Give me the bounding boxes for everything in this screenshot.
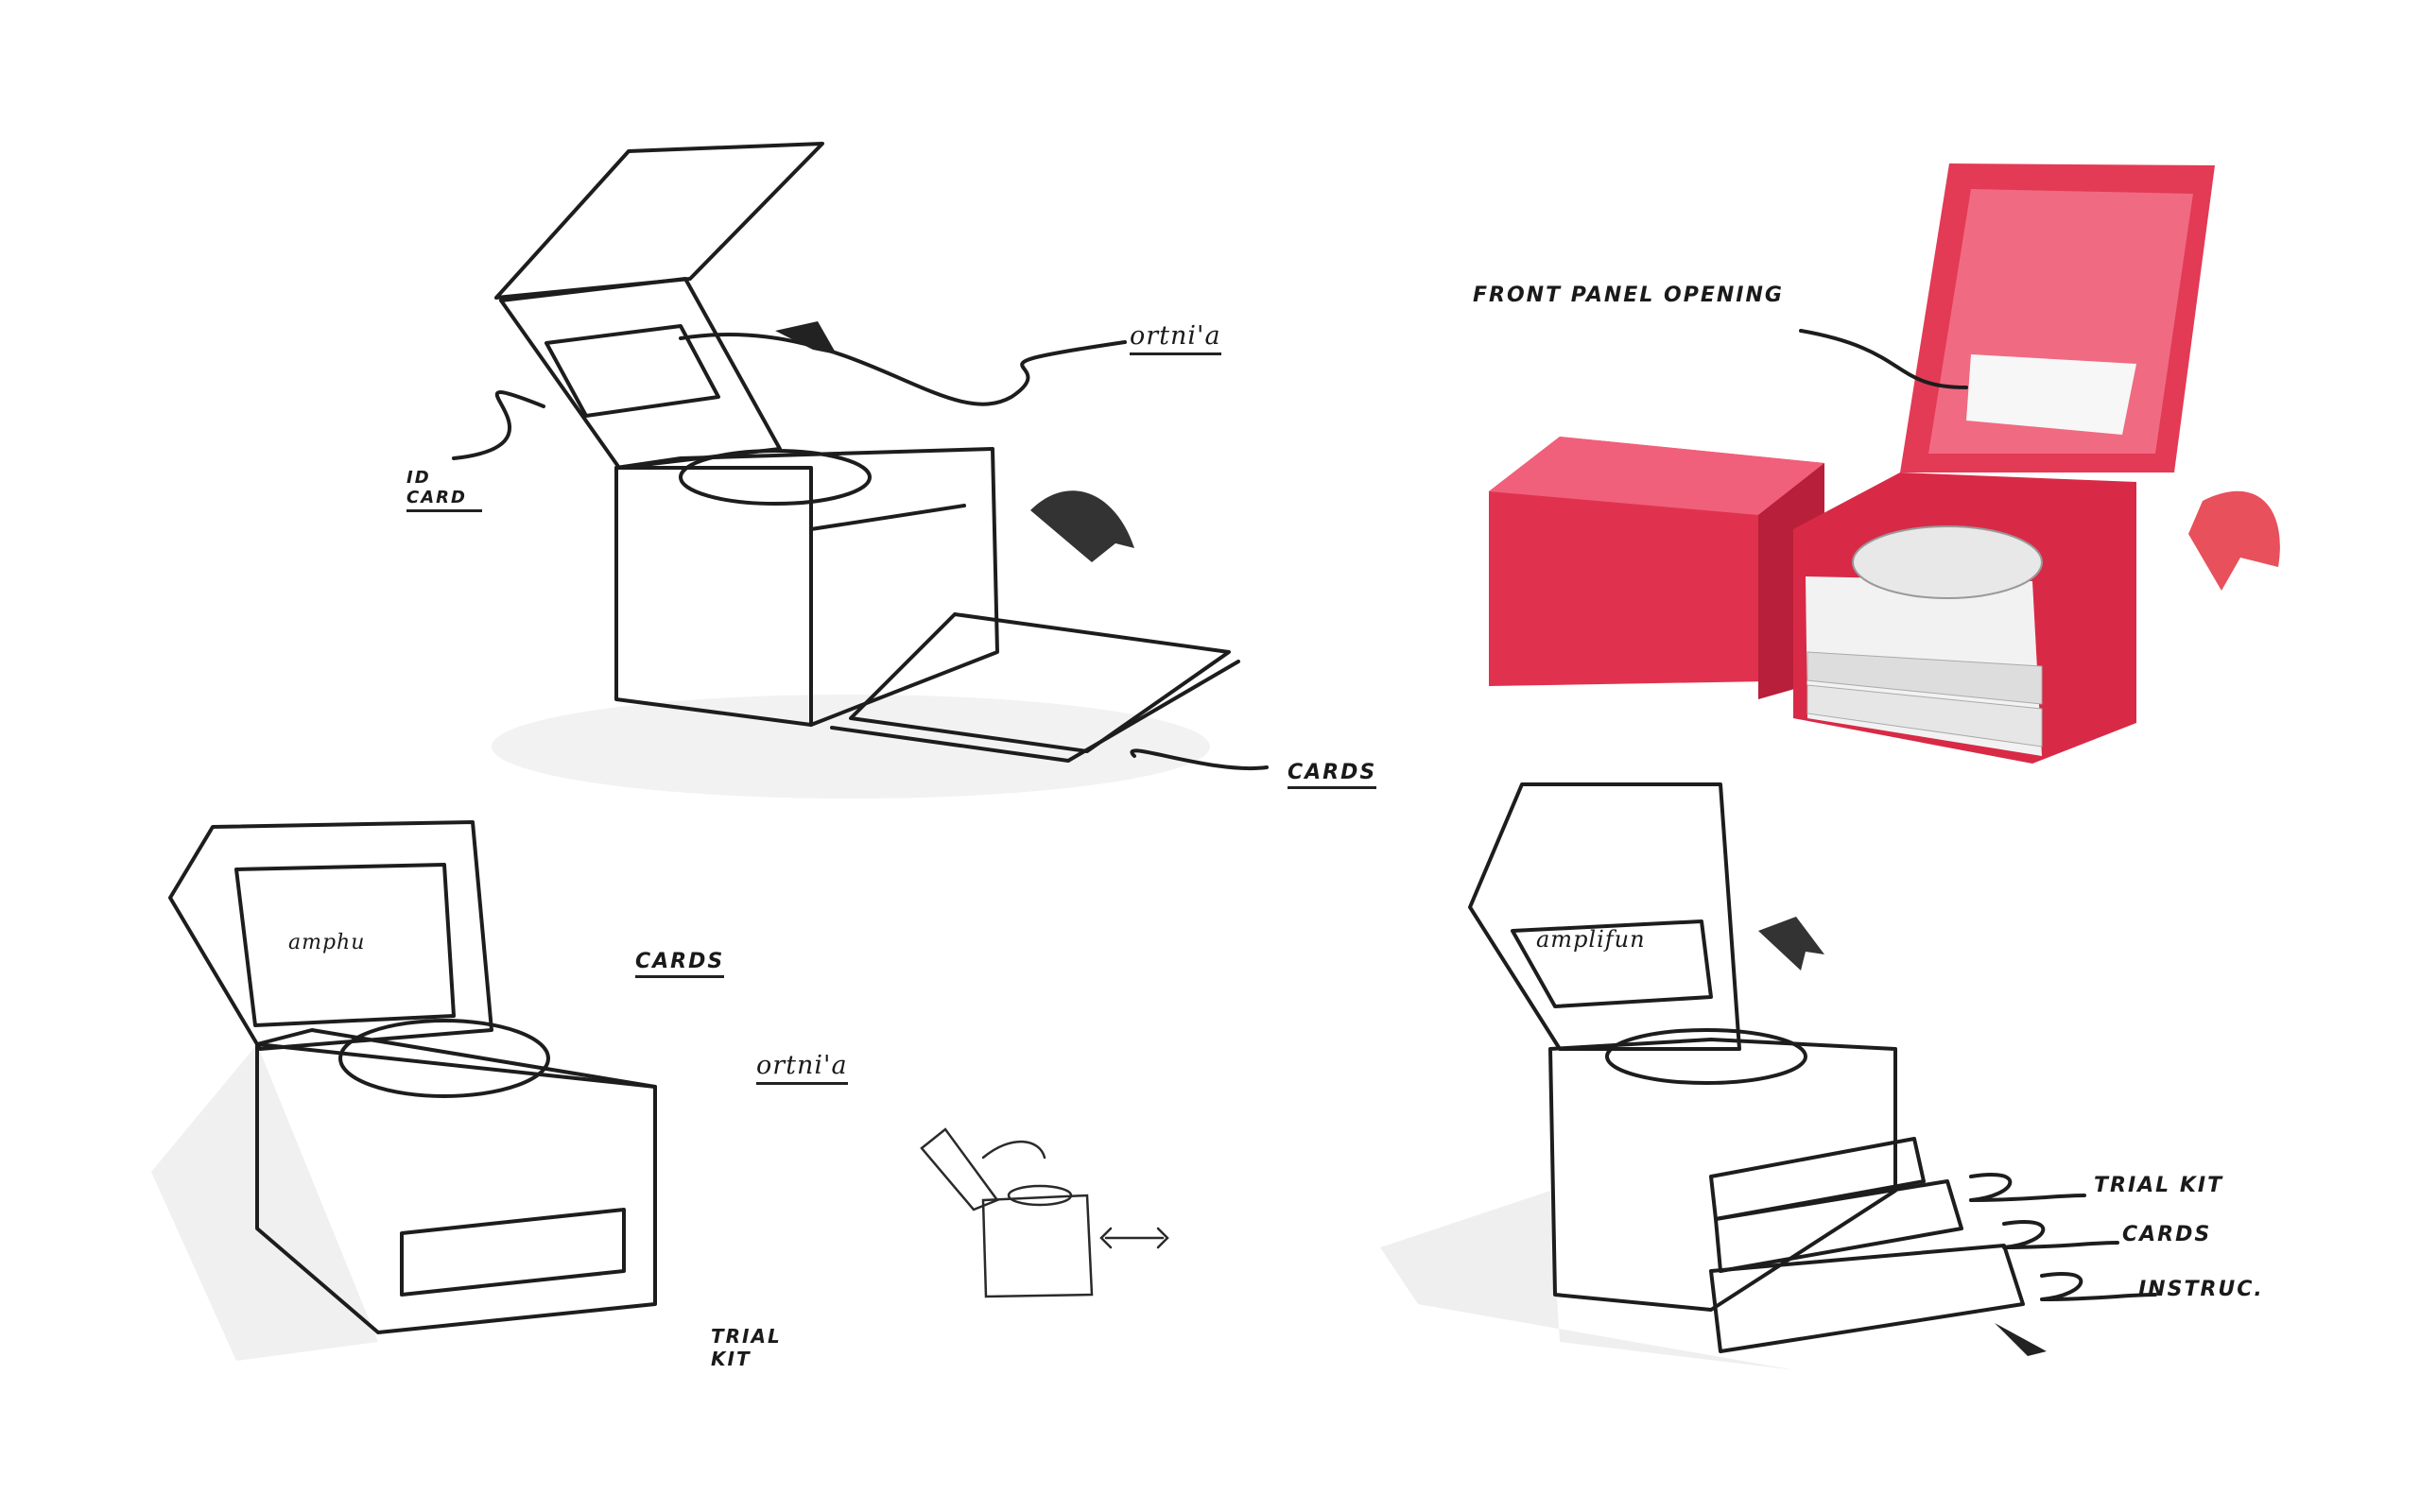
label-trial-kit-bottom-left: TRIAL KIT — [711, 1325, 782, 1370]
label-id-card: ID CARD — [406, 468, 482, 512]
sketch-box-top-left — [452, 142, 1269, 799]
label-product-bottom-left: ortni'a — [756, 1051, 848, 1085]
label-product-top: ortni'a — [1130, 321, 1221, 355]
sketch-small-box — [920, 1127, 1169, 1298]
sketch-box-bottom-right — [1380, 782, 2157, 1370]
label-instructions: INSTRUC. — [2138, 1278, 2264, 1301]
label-front-panel-opening: FRONT PANEL OPENING — [1473, 284, 1784, 307]
card-text-bottom-left: amphu — [288, 931, 366, 954]
label-cards-bottom-left: CARDS — [635, 950, 725, 978]
sketch-box-bottom-left — [151, 820, 657, 1361]
label-cards-top: CARDS — [1288, 761, 1377, 789]
label-cards-bottom-right: CARDS — [2122, 1223, 2212, 1246]
card-text-bottom-right: amplifun — [1536, 926, 1646, 953]
label-trial-kit-bottom-right: TRIAL KIT — [2094, 1174, 2224, 1197]
red-box-render — [1489, 163, 2280, 764]
